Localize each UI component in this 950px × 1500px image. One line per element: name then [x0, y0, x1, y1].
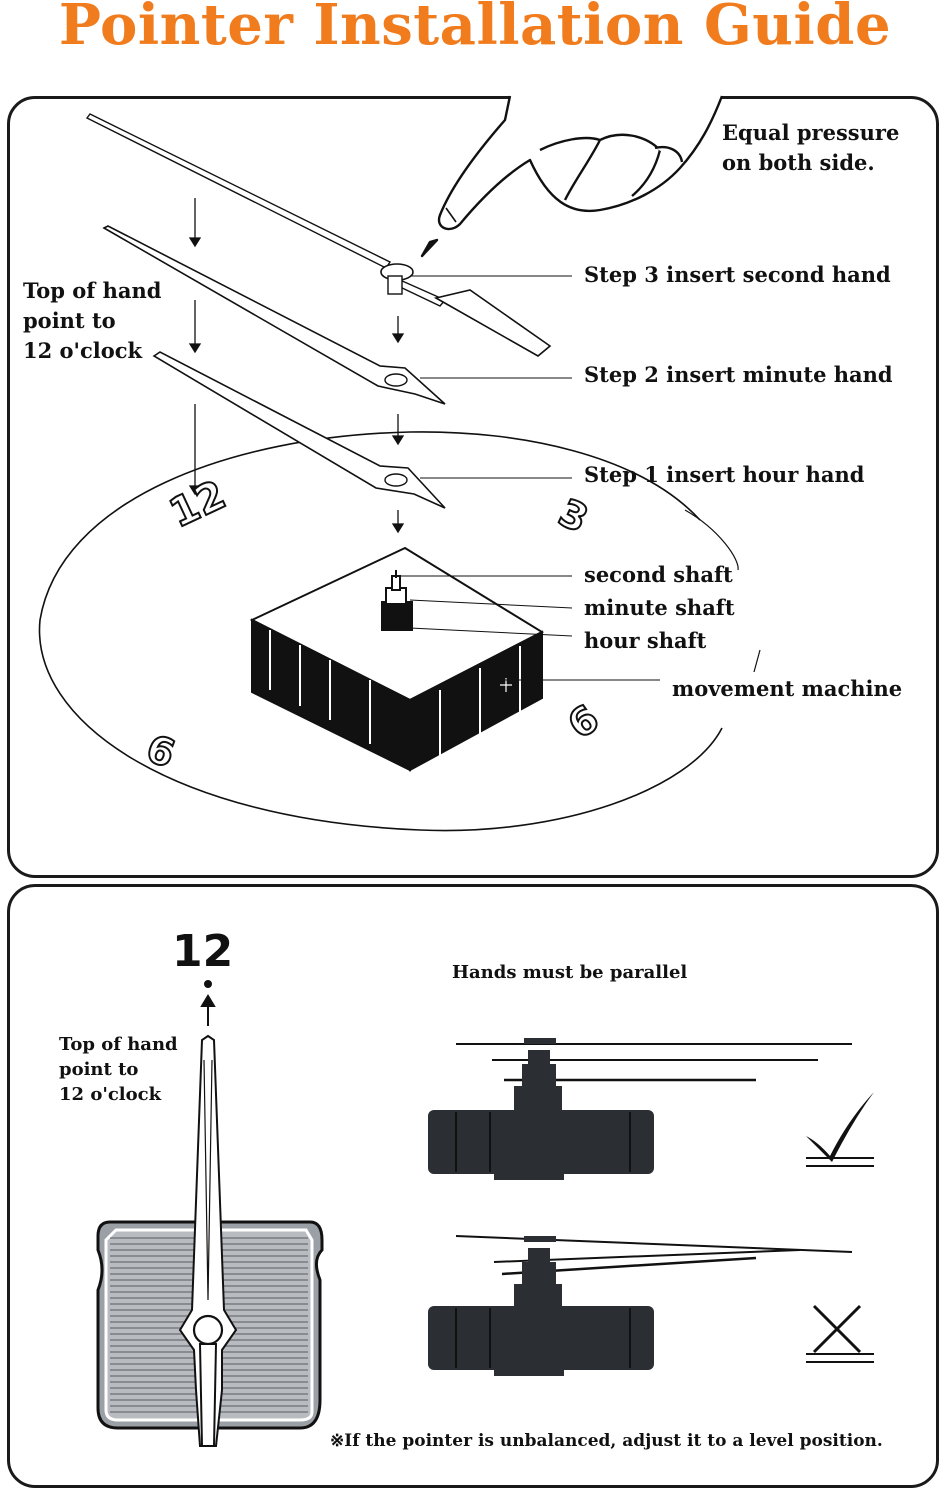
pressure-note-line1: Equal pressure	[722, 120, 900, 145]
top-of-hand-line3: 12 o'clock	[23, 338, 143, 363]
twelve-label: 12	[172, 926, 234, 977]
hour-shaft-label: hour shaft	[584, 628, 707, 653]
vertical-hand	[178, 1034, 238, 1447]
minute-shaft-label: minute shaft	[584, 595, 735, 620]
movement-machine	[249, 546, 545, 772]
leader-lines	[400, 275, 660, 681]
second-shaft-label: second shaft	[584, 562, 733, 587]
page-title: Pointer Installation Guide	[58, 0, 892, 58]
bottom-top-of-hand-line3: 12 o'clock	[59, 1084, 162, 1105]
second-hand	[85, 113, 552, 357]
footnote: ※If the pointer is unbalanced, adjust it…	[330, 1431, 883, 1451]
hour-hand	[152, 351, 446, 509]
down-arrows	[188, 198, 405, 534]
clock-dial-edge-2	[753, 649, 761, 673]
parallel-note: Hands must be parallel	[452, 962, 688, 983]
movement-machine-label: movement machine	[672, 676, 903, 701]
dial-number-9: 9	[141, 724, 181, 774]
minute-hand	[102, 225, 446, 405]
step3-label: Step 3 insert second hand	[584, 262, 891, 287]
clock-dial-edge	[684, 509, 739, 571]
step2-label: Step 2 insert minute hand	[584, 362, 893, 387]
check-mark-icon	[806, 1092, 874, 1167]
step1-label: Step 1 insert hour hand	[584, 462, 865, 487]
pointing-finger-icon	[420, 95, 724, 258]
side-view-wrong	[428, 1235, 853, 1376]
cross-mark-icon	[806, 1304, 874, 1363]
up-arrow-icon	[200, 980, 216, 1026]
dial-number-12: 12	[163, 472, 233, 537]
bottom-top-of-hand-line1: Top of hand	[59, 1034, 178, 1055]
top-of-hand-line2: point to	[23, 308, 116, 333]
side-view-correct	[428, 1038, 852, 1180]
pressure-note-line2: on both side.	[722, 150, 875, 175]
bottom-top-of-hand-line2: point to	[59, 1059, 139, 1080]
top-panel	[7, 96, 939, 878]
dial-number-6: 6	[560, 696, 607, 747]
top-of-hand-line1: Top of hand	[23, 278, 162, 303]
dial-number-3: 3	[552, 490, 595, 541]
clock-dial-outline	[38, 431, 723, 832]
